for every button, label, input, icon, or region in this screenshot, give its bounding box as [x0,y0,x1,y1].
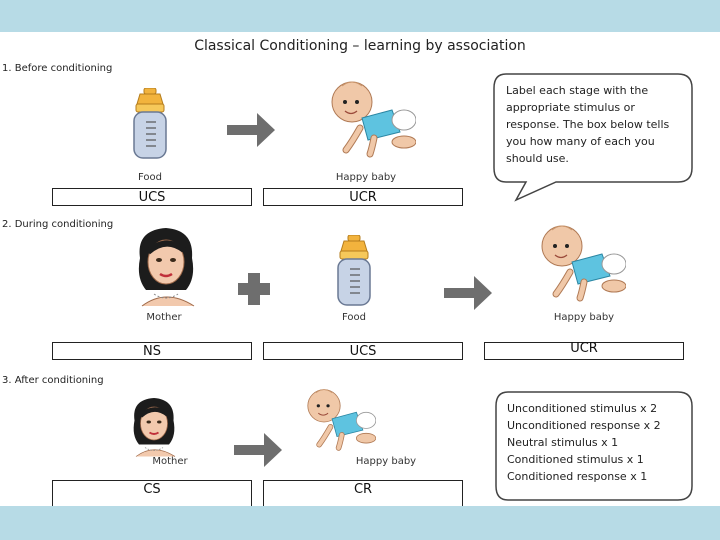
count-line: Unconditioned response x 2 [507,419,661,432]
label-box-ucs[interactable]: UCS [263,342,463,360]
section-before-heading: 1. Before conditioning [2,63,113,74]
instruction-line: response. The box below tells [506,118,670,131]
instruction-line: appropriate stimulus or [506,101,635,114]
count-line: Conditioned response x 1 [507,470,648,483]
baby-bottle-image [133,88,167,159]
mother-image [128,398,180,458]
page-title: Classical Conditioning – learning by ass… [194,38,526,54]
caption-mother: Mother [152,456,188,467]
caption-happy-baby: Happy baby [553,312,615,323]
arrow-right-icon [227,113,275,147]
instruction-line: Label each stage with the [506,84,649,97]
label-box-ucr[interactable]: UCR [263,188,463,206]
count-callout [495,391,693,501]
section-after-heading: 3. After conditioning [2,375,104,386]
caption-food: Food [342,312,366,323]
top-band [0,0,720,32]
bottom-band [0,506,720,540]
caption-happy-baby: Happy baby [355,456,417,467]
mother-image [132,228,200,308]
baby-bottle-image [337,235,371,306]
label-box-cr[interactable]: CR [263,480,463,506]
label-box-ucs[interactable]: UCS [52,188,252,206]
label-box-ucr[interactable]: UCR [484,342,684,360]
caption-happy-baby: Happy baby [335,172,397,183]
instruction-callout [493,73,693,202]
arrow-right-icon [444,276,492,310]
count-line: Conditioned stimulus x 1 [507,453,644,466]
count-line: Neutral stimulus x 1 [507,436,619,449]
caption-food: Food [138,172,162,183]
instruction-line: you how many of each you [506,135,655,148]
caption-mother: Mother [146,312,182,323]
count-line: Unconditioned stimulus x 2 [507,402,658,415]
plus-icon [238,273,270,305]
label-box-ns[interactable]: NS [52,342,252,360]
happy-baby-image [306,388,376,456]
instruction-line: should use. [506,152,569,165]
happy-baby-image [330,80,416,164]
section-during-heading: 2. During conditioning [2,219,114,230]
happy-baby-image [540,224,626,308]
arrow-right-icon [234,433,282,467]
label-box-cs[interactable]: CS [52,480,252,506]
